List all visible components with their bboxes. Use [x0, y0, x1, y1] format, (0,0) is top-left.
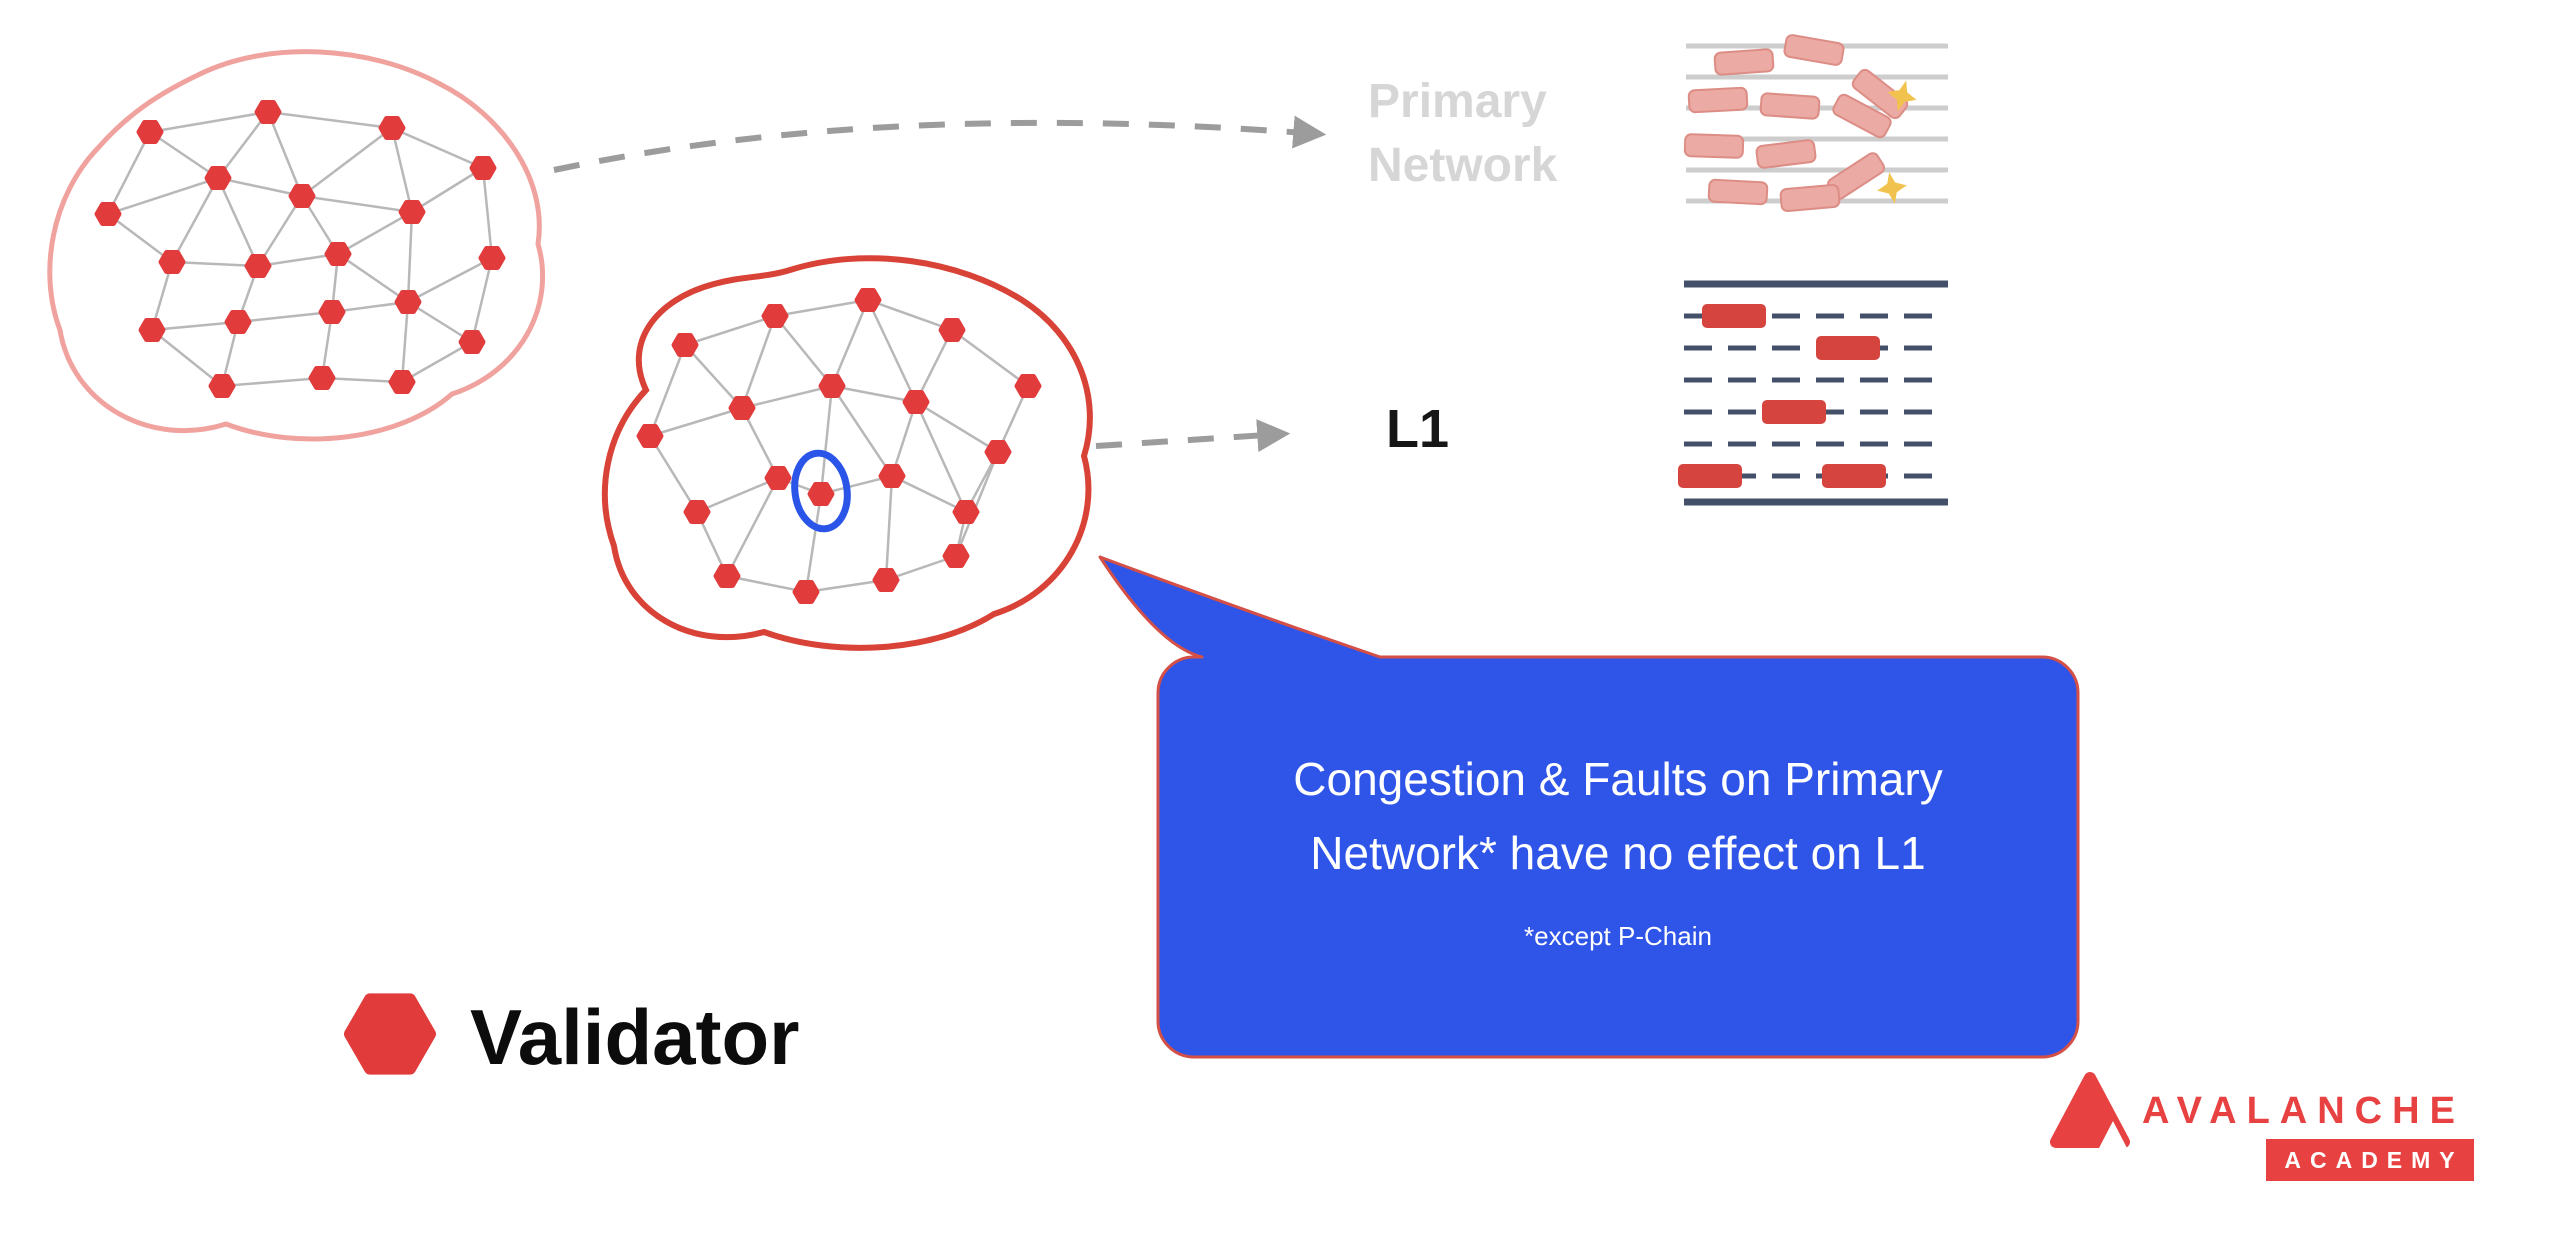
block [1678, 464, 1742, 488]
l1-cluster [601, 255, 1093, 651]
validator-node [639, 427, 661, 446]
validator-node [821, 377, 843, 396]
avalanche-logo-mark-icon [2050, 1072, 2130, 1148]
validator-node [247, 257, 269, 276]
primary-network-cluster [47, 49, 545, 442]
academy-badge: ACADEMY [2266, 1139, 2474, 1181]
l1-label: L1 [1386, 399, 1450, 459]
validator-node [731, 399, 753, 418]
bubble-text-line1: Congestion & Faults on Primary [1293, 753, 1943, 805]
validator-node [686, 503, 708, 522]
validator-node [327, 245, 349, 264]
block [1755, 139, 1817, 169]
highlighted-node-circle-icon [791, 449, 851, 533]
l1-chain-dashed-lines [1684, 313, 1948, 479]
validator-node [141, 321, 163, 340]
avalanche-brand-text: AVALANCHE [2142, 1090, 2465, 1132]
validator-node [764, 307, 786, 326]
validator-node [291, 187, 313, 206]
validator-node [139, 123, 161, 142]
highlighted-validator-node [810, 485, 832, 504]
validator-node [905, 393, 927, 412]
l1-arrow-icon [1095, 419, 1291, 453]
block [1816, 336, 1880, 360]
validator-node [311, 369, 333, 388]
validator-node [401, 203, 423, 222]
validator-node [716, 567, 738, 586]
validator-node [472, 159, 494, 178]
block [1779, 184, 1841, 212]
validator-node [941, 321, 963, 340]
validator-node [207, 169, 229, 188]
bubble-footnote: *except P-Chain [1524, 921, 1712, 951]
validator-node [381, 119, 403, 138]
speech-bubble [1098, 555, 2080, 1059]
validator-node [857, 291, 879, 310]
block [1702, 304, 1766, 328]
block [1683, 133, 1745, 159]
l1-chain-illustration [1678, 280, 1948, 506]
validator-node [955, 503, 977, 522]
bubble-text: Congestion & Faults on Primary Network* … [1178, 742, 2058, 890]
primary-chain-blocks [1683, 34, 1909, 212]
validator-node [481, 249, 503, 268]
block [1762, 400, 1826, 424]
validator-legend-icon [344, 993, 436, 1075]
block [1851, 68, 1909, 120]
validator-node [97, 205, 119, 224]
validator-node [674, 336, 696, 355]
block [1783, 34, 1845, 66]
validator-node [767, 469, 789, 488]
primary-network-arrow-icon [553, 115, 1327, 173]
validator-node [161, 253, 183, 272]
primary-network-label: Primary Network [1368, 75, 1558, 192]
logo-triangle [2050, 1072, 2130, 1148]
logo-notch [2099, 1121, 2127, 1148]
validator-node [321, 303, 343, 322]
block [1687, 86, 1749, 114]
validator-node [257, 103, 279, 122]
validator-legend-label: Validator [470, 993, 800, 1081]
block [1707, 178, 1769, 206]
validator-node [795, 583, 817, 602]
l1-blob-outline [601, 255, 1093, 651]
validator-node [461, 333, 483, 352]
validator-node [391, 373, 413, 392]
validator-node [875, 571, 897, 590]
validator-node [945, 547, 967, 566]
block [1713, 48, 1775, 76]
l1-chain-blocks [1678, 304, 1886, 488]
primary-chain-illustration [1683, 34, 1948, 212]
block [1759, 92, 1821, 120]
validator-node [987, 443, 1009, 462]
block [1822, 464, 1886, 488]
validator-node [211, 377, 233, 396]
validator-node [881, 467, 903, 486]
validator-node [397, 293, 419, 312]
validator-node [227, 313, 249, 332]
validator-node [1017, 377, 1039, 396]
block [1832, 93, 1892, 139]
bubble-text-line2: Network* have no effect on L1 [1310, 827, 1926, 879]
